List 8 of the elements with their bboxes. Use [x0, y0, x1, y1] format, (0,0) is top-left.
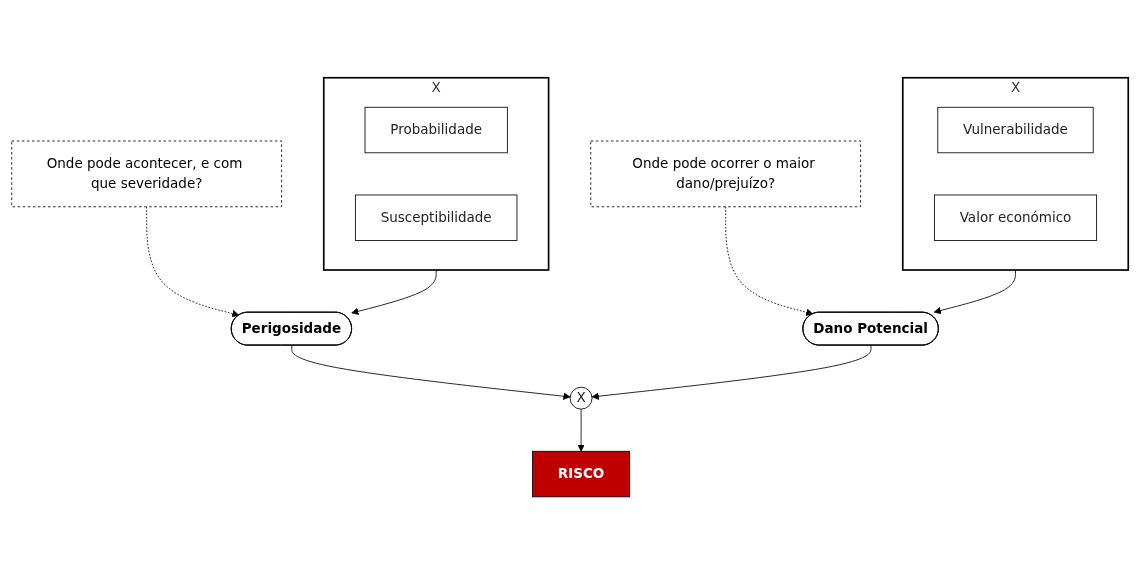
- node-box: Onde pode ocorrer o maior dano/prejuízo?: [590, 140, 861, 208]
- node-box: Onde pode acontecer, e com que severidade?: [11, 140, 283, 208]
- node-box: Valor económico: [933, 194, 1098, 242]
- node-box: Probabilidade: [364, 107, 508, 154]
- node-box: RISCO: [532, 451, 631, 498]
- node-box: Susceptibilidade: [354, 194, 518, 242]
- node-box: Vulnerabilidade: [937, 107, 1094, 154]
- node-circle: X: [569, 387, 593, 410]
